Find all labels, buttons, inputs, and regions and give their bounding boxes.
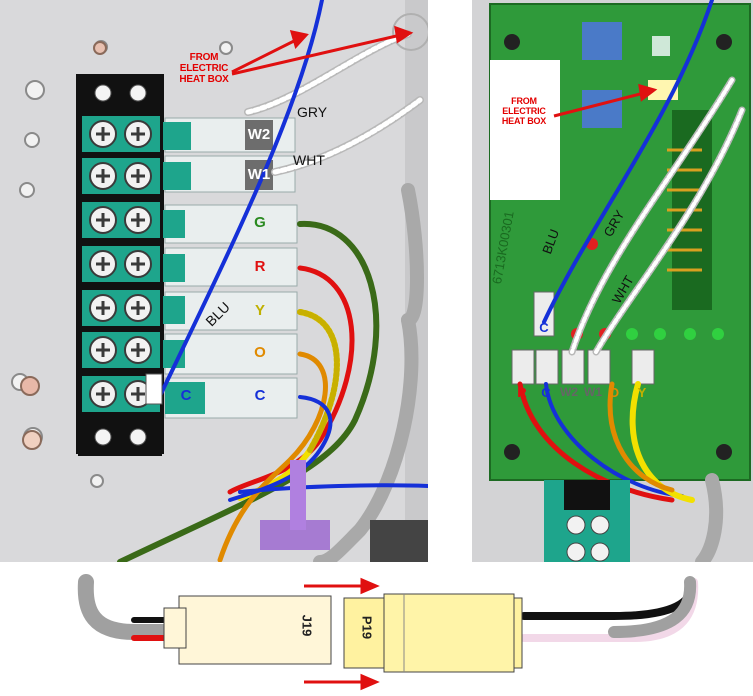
screw-slot: [96, 127, 110, 141]
terminal-label-plates: [245, 120, 273, 190]
right-terminal-label-c: C: [541, 385, 551, 400]
right-board-panel: FROM ELECTRIC HEAT BOX 6713K00301 BLU GR…: [472, 0, 753, 562]
j19-connector: [163, 595, 332, 665]
terminal-label-g: G: [254, 214, 266, 231]
connector-label-p19: P19: [359, 615, 375, 640]
control-board: [489, 3, 751, 481]
screw-slot: [131, 169, 145, 183]
screw-slot: [131, 387, 145, 401]
callout-arrows: [231, 25, 414, 76]
board-wires: [517, 0, 746, 562]
terminal-teal-tabs: [163, 122, 205, 414]
right-terminal-label-r: R: [517, 385, 527, 400]
left-wiring-panel: FROM ELECTRIC HEAT BOX GRY WHT BLU W2 W1…: [0, 0, 428, 562]
screw-slot: [96, 257, 110, 271]
p19-connector: [343, 593, 523, 673]
right-callout-from-electric-heat-box: FROM ELECTRIC HEAT BOX: [501, 96, 547, 126]
screw-slot: [96, 387, 110, 401]
terminal-label-c: C: [254, 387, 266, 404]
screw-slot: [96, 343, 110, 357]
terminal-label-c-tab: C: [180, 387, 192, 404]
screw-slot: [131, 301, 145, 315]
right-callout-arrow: [553, 83, 658, 118]
wire-label-gry: GRY: [297, 104, 328, 120]
terminal-screws: [82, 116, 160, 412]
screw-slot: [131, 127, 145, 141]
right-terminal-label-w2: W2: [560, 385, 578, 399]
terminal-label-w2: W2: [247, 126, 271, 143]
thermostat-wires: [117, 0, 428, 562]
right-terminal-label-o: O: [608, 385, 620, 400]
right-terminal-label-c-top: C: [539, 320, 549, 335]
connector-label-j19: J19: [299, 614, 315, 637]
screw-slot: [96, 301, 110, 315]
connector-drawing: [77, 574, 699, 691]
right-terminal-label-w1: W1: [584, 385, 602, 399]
screw-slot: [96, 169, 110, 183]
screw-slot: [131, 213, 145, 227]
right-terminal-label-y: Y: [637, 385, 647, 400]
left-panel-drawing: [0, 0, 428, 562]
connector-panel: J19 P19: [74, 572, 714, 696]
terminal-label-w1: W1: [247, 166, 271, 183]
terminal-label-y: Y: [254, 302, 265, 319]
screw-slot: [131, 343, 145, 357]
callout-from-electric-heat-box: FROM ELECTRIC HEAT BOX: [179, 52, 229, 85]
screw-slot: [131, 257, 145, 271]
connector-pins: [511, 291, 655, 385]
right-panel-drawing: [472, 0, 753, 562]
terminal-label-r: R: [254, 258, 266, 275]
wire-label-wht: WHT: [293, 152, 325, 168]
screw-slot: [96, 213, 110, 227]
terminal-label-o: O: [254, 344, 266, 361]
insertion-arrows: [304, 577, 380, 691]
lower-terminal-block: [544, 480, 630, 562]
